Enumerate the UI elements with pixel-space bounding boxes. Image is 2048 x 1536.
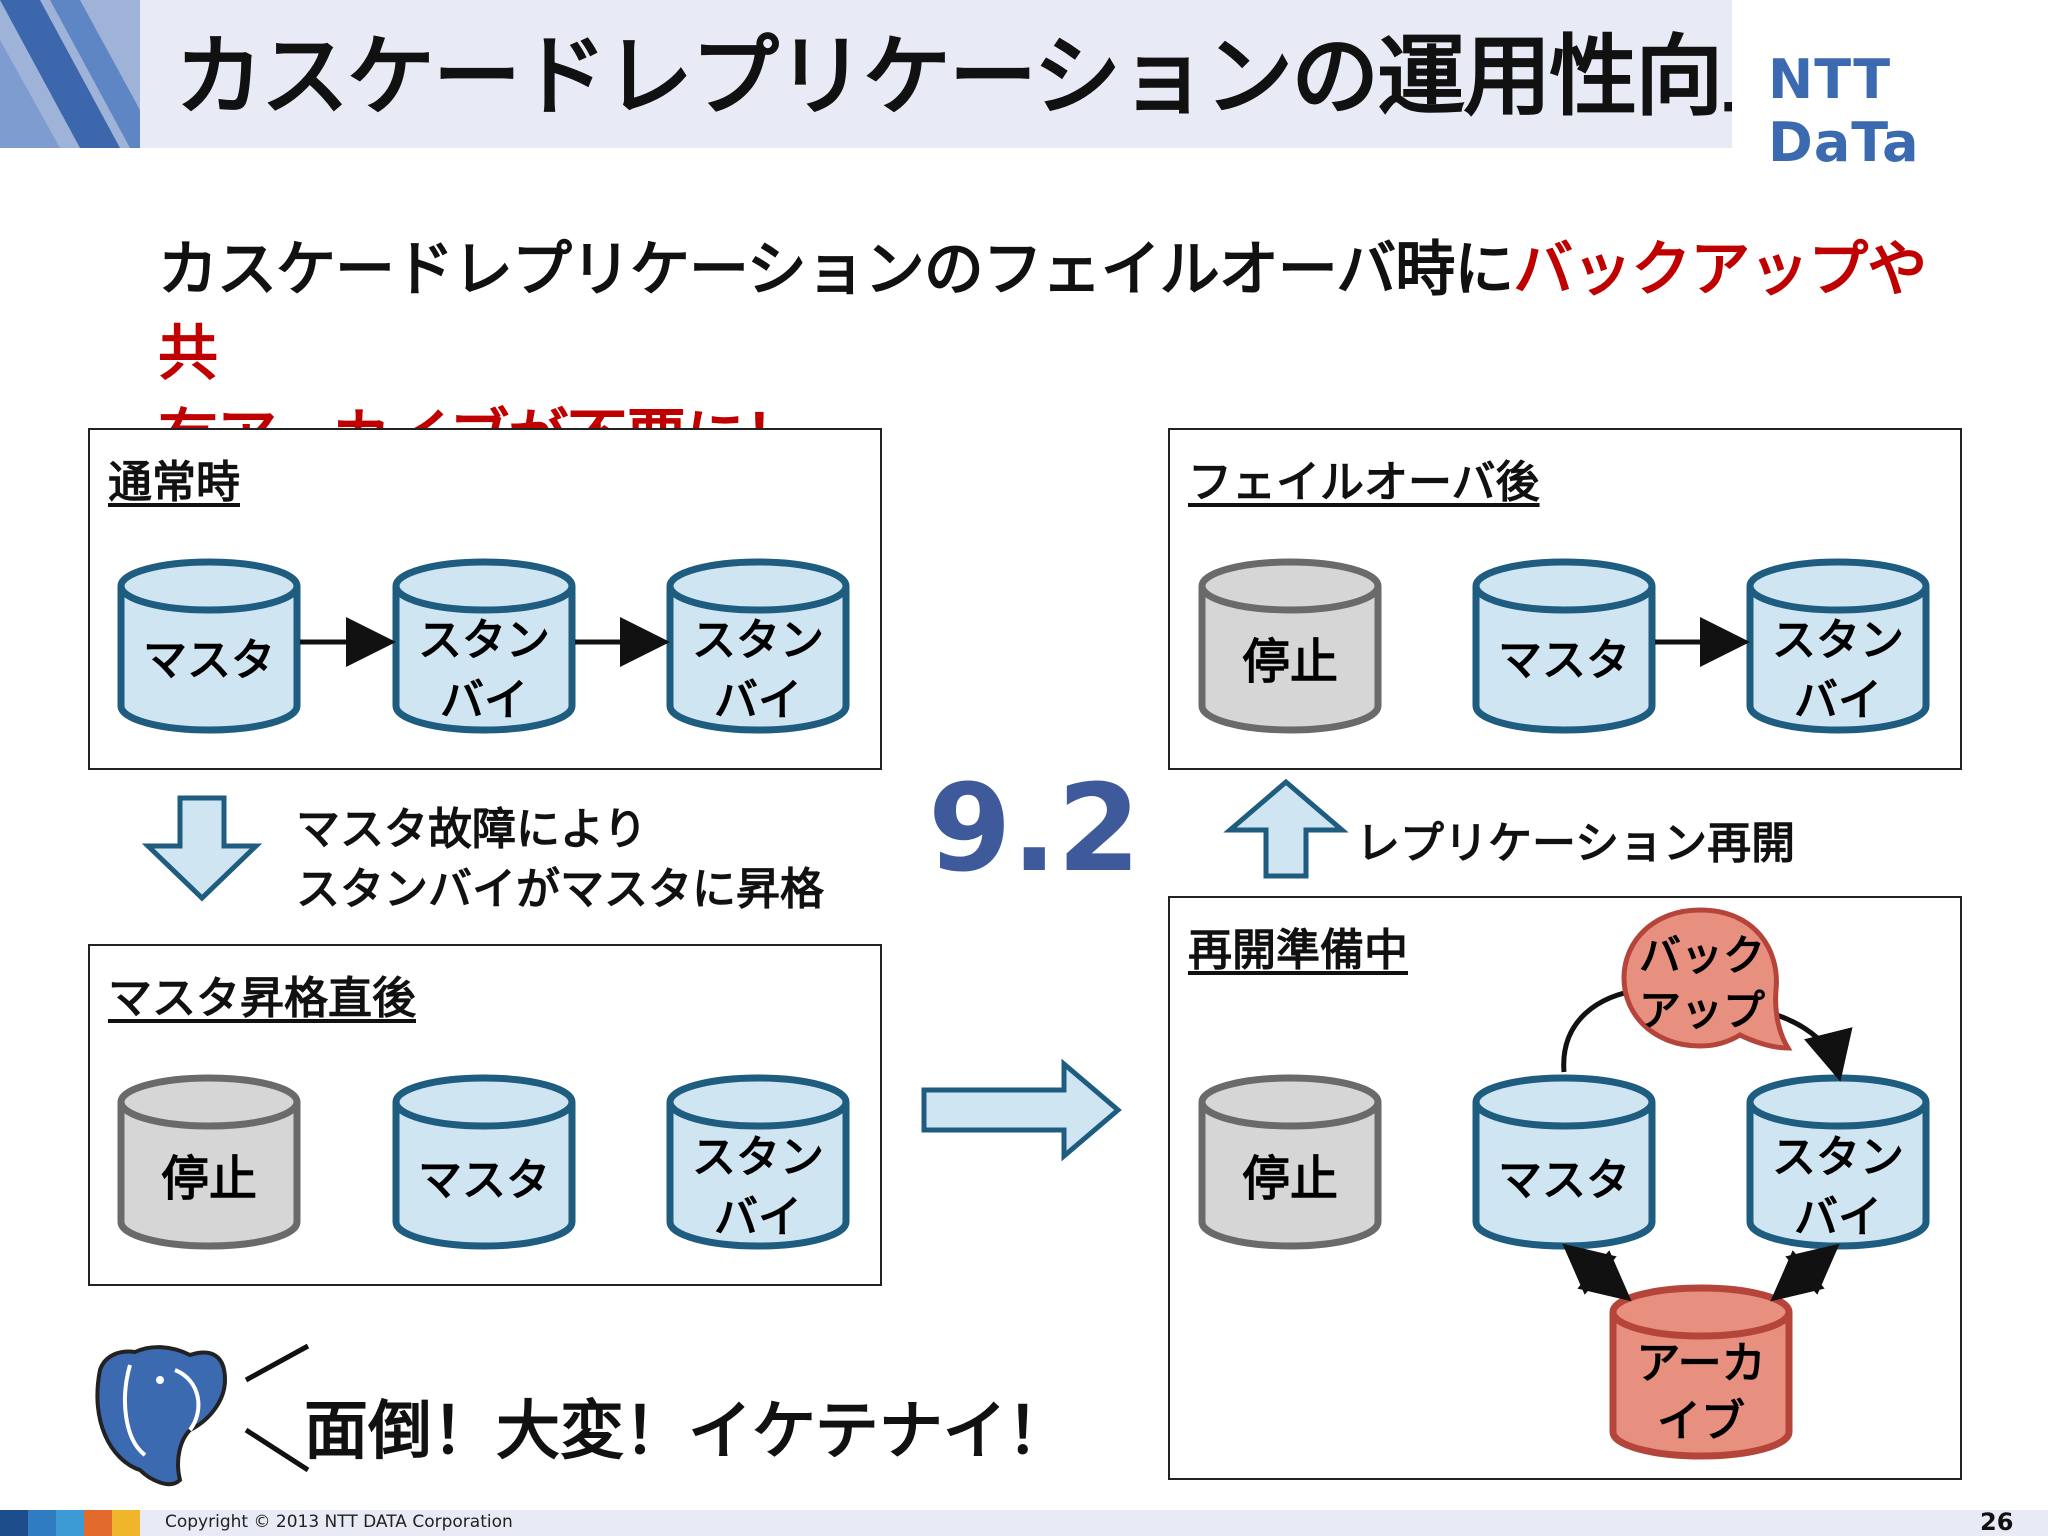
archive-link-master (1562, 1243, 1632, 1302)
cylinder-top (117, 1074, 301, 1130)
down-block-arrow-icon (141, 795, 263, 902)
cylinder-top (117, 558, 301, 614)
archive-label-line2: イブ (1657, 1396, 1745, 1447)
db-label-stopped: 停止 (1242, 634, 1338, 690)
db-master-promoted (392, 1074, 576, 1250)
ntt-data-logo: NTT DaTa (1768, 48, 1920, 174)
page-number: 26 (1980, 1508, 2014, 1536)
backup-label-line1: バック (1639, 931, 1765, 980)
db-label-standby-line1: スタン (692, 1132, 824, 1183)
db-label-standby-line2: バイ (1794, 675, 1882, 726)
db-stopped-promoted (117, 1074, 301, 1250)
db-label-standby-line1: スタン (1772, 615, 1904, 666)
panel-promoted-title: マスタ昇格直後 (108, 973, 416, 1024)
shout-text: 面倒！大変！イケテナイ！ (304, 1395, 1071, 1469)
failure-note-line2: スタンバイがマスタに昇格 (296, 864, 824, 915)
cylinder-top (392, 558, 576, 614)
panel-resume-prep-title: 再開準備中 (1188, 925, 1408, 976)
db-stopped-resume (1198, 1074, 1382, 1250)
db-label-master: マスタ (1498, 1155, 1630, 1206)
db-label-standby-line2: バイ (714, 675, 802, 726)
panel-normal-title: 通常時 (108, 457, 240, 508)
exclamation-line-icon (244, 1427, 310, 1473)
db-label-stopped: 停止 (1242, 1151, 1338, 1207)
db-label-standby-line1: スタン (692, 615, 824, 666)
cylinder-body (1746, 586, 1930, 734)
exclamation-line-icon (244, 1343, 310, 1383)
archive-label-line1: アーカ (1636, 1338, 1765, 1389)
db-label-master: マスタ (143, 635, 275, 686)
backup-bubble: バック アップ (1561, 907, 1853, 1082)
db-standby-failover (1746, 558, 1930, 734)
panel-failover-after-title: フェイルオーバ後 (1188, 457, 1540, 508)
cylinder-top (1746, 1074, 1930, 1130)
brand-logo-area (1732, 0, 2048, 148)
cylinder-top (666, 558, 850, 614)
copyright-text: Copyright © 2013 NTT DATA Corporation (165, 1512, 513, 1532)
db-master-failover (1472, 558, 1656, 734)
cylinder-top (1472, 1074, 1656, 1130)
db-stopped-failover (1198, 558, 1382, 734)
db-label-master: マスタ (1498, 635, 1630, 686)
resume-note: レプリケーション再開 (1356, 818, 1796, 869)
cylinder-body (1198, 586, 1382, 734)
db-master-normal (117, 558, 301, 734)
db-label-standby-line2: バイ (714, 1192, 802, 1243)
db-archive (1609, 1284, 1793, 1460)
cylinder-body (392, 586, 576, 734)
footer-color-blocks-icon (0, 1510, 140, 1536)
backup-label-line2: アップ (1639, 986, 1765, 1035)
cylinder-body (117, 1102, 301, 1250)
failure-note: マスタ故障により スタンバイがマスタに昇格 (296, 800, 824, 920)
footer-bar (0, 1510, 2048, 1536)
right-block-arrow-icon (921, 1058, 1122, 1162)
archive-link-standby (1770, 1243, 1840, 1302)
decorative-corner-graphic (0, 0, 140, 148)
cylinder-top (1198, 1074, 1382, 1130)
cylinder-body (666, 1102, 850, 1250)
cylinder-body (1609, 1312, 1793, 1460)
db-standby-resume (1746, 1074, 1930, 1250)
db-label-standby-line2: バイ (440, 675, 528, 726)
lead-statement: カスケードレプリケーションのフェイルオーバ時にバックアップや共 有アーカイブが不… (158, 228, 1958, 480)
db-label-standby-line2: バイ (1794, 1192, 1882, 1243)
failure-note-line1: マスタ故障により (296, 804, 648, 855)
db-label-standby-line1: スタン (418, 615, 550, 666)
cylinder-top (392, 1074, 576, 1130)
backup-speech-bubble-icon (1621, 907, 1793, 1051)
corner-stripes-icon (0, 0, 140, 148)
cylinder-top (1198, 558, 1382, 614)
db-label-standby-line1: スタン (1772, 1132, 1904, 1183)
cylinder-top (1609, 1284, 1793, 1340)
lead-red-text-1: バックアップや共 (158, 235, 1927, 389)
cylinder-body (1472, 586, 1656, 734)
db-standby1-normal (392, 558, 576, 734)
up-block-arrow-icon (1223, 778, 1349, 879)
cylinder-body (666, 586, 850, 734)
cylinder-top (666, 1074, 850, 1130)
db-master-resume (1472, 1074, 1656, 1250)
postgresql-elephant-icon (95, 1343, 310, 1487)
cylinder-body (117, 586, 301, 734)
cylinder-body (392, 1102, 576, 1250)
db-standby-promoted (666, 1074, 850, 1250)
db-label-stopped: 停止 (161, 1151, 257, 1207)
version-label: 9.2 (928, 760, 1141, 899)
page-title: カスケードレプリケーションの運用性向上 (175, 25, 1809, 128)
cylinder-top (1472, 558, 1656, 614)
cylinder-top (1746, 558, 1930, 614)
db-standby2-normal (666, 558, 850, 734)
cylinder-body (1198, 1102, 1382, 1250)
lead-black-text: カスケードレプリケーションのフェイルオーバ時に (158, 235, 1514, 305)
db-label-master: マスタ (418, 1155, 550, 1206)
header-band (0, 0, 2048, 148)
